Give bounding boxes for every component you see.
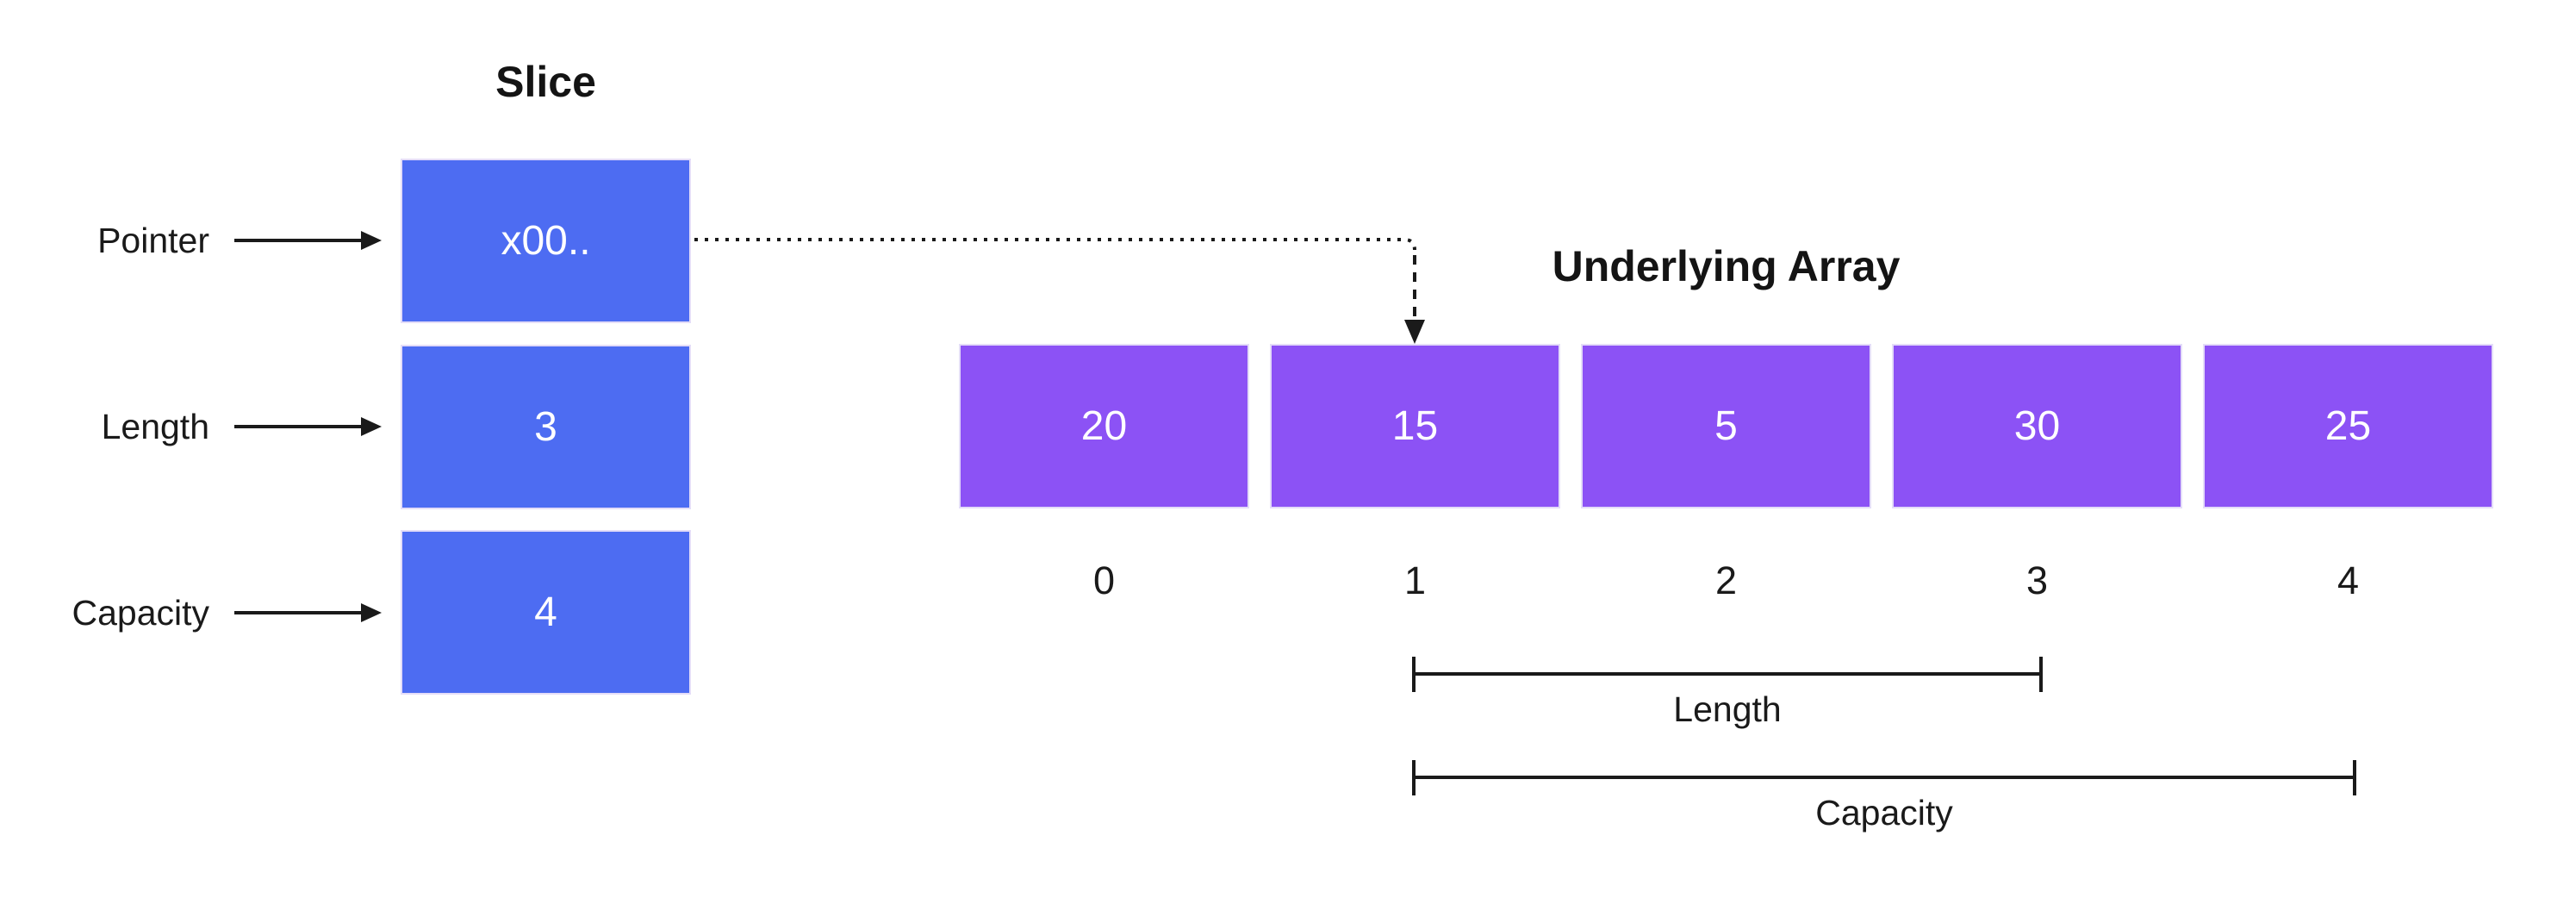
array-cell-1: 15	[1270, 344, 1560, 508]
capacity-span-bracket-icon	[1412, 760, 2356, 795]
slice-length-box: 3	[401, 345, 691, 509]
array-cell-0: 20	[959, 344, 1249, 508]
slice-pointer-box: x00..	[401, 159, 691, 323]
capacity-label: Capacity	[72, 592, 209, 633]
array-index-2: 2	[1714, 558, 1738, 602]
array-cell-4: 25	[2203, 344, 2493, 508]
length-arrow-icon	[234, 417, 382, 436]
slice-title: Slice	[495, 58, 596, 106]
length-label: Length	[101, 406, 209, 446]
array-index-3: 3	[2025, 558, 2049, 602]
array-cell-2: 5	[1581, 344, 1871, 508]
underlying-array-title: Underlying Array	[1552, 242, 1901, 290]
capacity-arrow-icon	[234, 603, 382, 622]
array-cell-3: 30	[1892, 344, 2182, 508]
slice-capacity-box: 4	[401, 530, 691, 695]
length-span-bracket-icon	[1412, 657, 2043, 692]
array-index-0: 0	[1092, 558, 1116, 602]
array-index-4: 4	[2336, 558, 2360, 602]
array-index-1: 1	[1403, 558, 1427, 602]
pointer-arrow-icon	[234, 231, 382, 250]
pointer-label: Pointer	[97, 220, 209, 260]
capacity-bracket-label: Capacity	[1815, 793, 1953, 833]
length-bracket-label: Length	[1673, 689, 1782, 729]
